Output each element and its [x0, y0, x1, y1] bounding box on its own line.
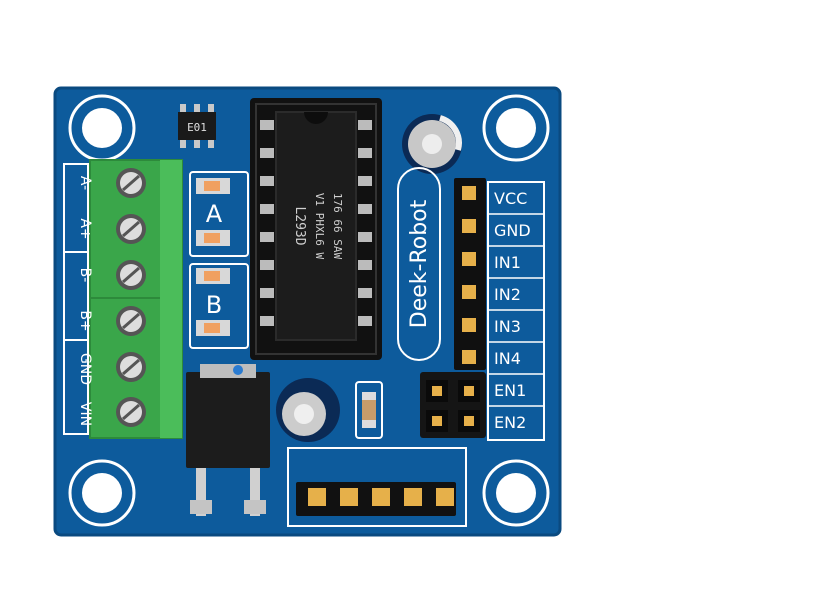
pin-header-signal — [454, 178, 486, 370]
mounting-hole-bottom-left — [68, 459, 136, 527]
capacitor-top — [402, 114, 462, 174]
terminal-label-a-plus: A+ — [77, 218, 93, 239]
capacitor-bottom — [276, 378, 340, 442]
pin-header-bottom — [296, 482, 456, 516]
pin-label-gnd: GND — [494, 221, 531, 240]
terminal-label-gnd: GND — [77, 353, 93, 385]
mounting-hole-bottom-right — [482, 459, 550, 527]
terminal-label-a-minus: A- — [77, 176, 93, 190]
chip-marking-line-3: 176 66 SAW — [331, 193, 344, 260]
terminal-screws — [116, 168, 146, 427]
terminal-label-frame — [63, 163, 89, 435]
pin-label-en1: EN1 — [494, 381, 526, 400]
pin-label-frame — [487, 181, 545, 441]
terminal-label-vin: VIN — [77, 402, 93, 426]
jumper-pair — [420, 372, 486, 438]
brand-label: Deek-Robot — [407, 199, 432, 328]
terminal-label-b-plus: B+ — [77, 310, 93, 331]
pcb-edge — [53, 86, 562, 537]
motor-label-b: B — [206, 291, 222, 319]
bottom-header-frame — [287, 447, 467, 527]
terminal-label-b-minus: B- — [77, 268, 93, 283]
led-group-a — [189, 171, 249, 257]
screw-terminal-block — [89, 159, 183, 439]
smd-marking: E01 — [187, 121, 207, 134]
pin-label-in1: IN1 — [494, 253, 521, 272]
smd-capacitor — [355, 381, 383, 439]
smd-component: E01 — [178, 104, 216, 148]
led-group-b — [189, 263, 249, 349]
voltage-regulator — [186, 364, 270, 516]
brand-frame — [397, 167, 441, 361]
driver-chip — [275, 111, 357, 341]
chip-marking-line-1: L293D — [292, 206, 307, 245]
pin-label-in2: IN2 — [494, 285, 521, 304]
motor-label-a: A — [206, 200, 223, 228]
pin-label-vcc: VCC — [494, 189, 527, 208]
pin-label-in4: IN4 — [494, 349, 521, 368]
chip-marking-line-2: V1 PHXL6 W — [313, 193, 326, 260]
mounting-hole-top-right — [482, 94, 550, 162]
pin-label-in3: IN3 — [494, 317, 521, 336]
ic-pins — [260, 120, 372, 326]
pin-label-en2: EN2 — [494, 413, 526, 432]
